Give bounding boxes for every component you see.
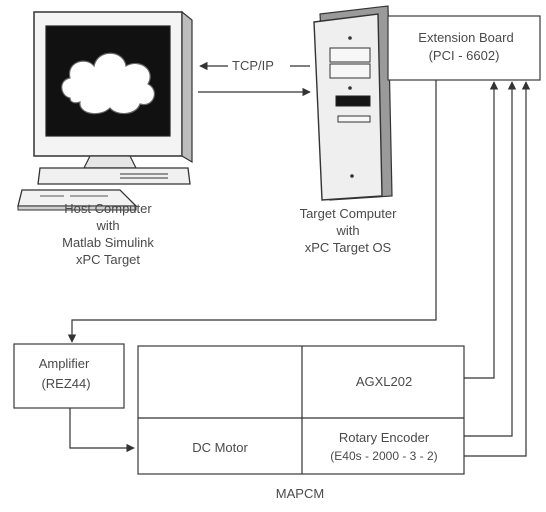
target-computer-icon xyxy=(314,6,392,200)
host-line-2: with xyxy=(95,218,119,233)
amplifier-line-2: (REZ44) xyxy=(41,376,90,391)
target-line-3: xPC Target OS xyxy=(305,240,392,255)
host-line-1: Host Computer xyxy=(64,201,152,216)
target-line-2: with xyxy=(335,223,359,238)
mapcm-block: AGXL202 DC Motor Rotary Encoder (E40s - … xyxy=(138,346,464,474)
mapcm-label: MAPCM xyxy=(276,486,324,501)
dc-motor-label: DC Motor xyxy=(192,440,248,455)
target-computer-caption: Target Computer with xPC Target OS xyxy=(300,206,397,255)
host-computer-icon xyxy=(18,12,192,210)
agxl202-label: AGXL202 xyxy=(356,374,412,389)
rotary-encoder-line-1: Rotary Encoder xyxy=(339,430,430,445)
host-line-3: Matlab Simulink xyxy=(62,235,154,250)
host-line-4: xPC Target xyxy=(76,252,140,267)
encoder-to-board-arrow-a xyxy=(464,82,512,436)
extension-board-line-1: Extension Board xyxy=(418,30,513,45)
amplifier-to-motor-arrow xyxy=(70,408,134,448)
target-line-1: Target Computer xyxy=(300,206,397,221)
tcpip-label: TCP/IP xyxy=(232,58,274,73)
encoder-to-board-arrow-b xyxy=(464,82,526,456)
host-computer-caption: Host Computer with Matlab Simulink xPC T… xyxy=(62,201,154,267)
amplifier-line-1: Amplifier xyxy=(39,356,90,371)
extension-board-line-2: (PCI - 6602) xyxy=(429,48,500,63)
rotary-encoder-line-2: (E40s - 2000 - 3 - 2) xyxy=(330,449,437,463)
agxl202-to-board-arrow xyxy=(464,82,494,378)
